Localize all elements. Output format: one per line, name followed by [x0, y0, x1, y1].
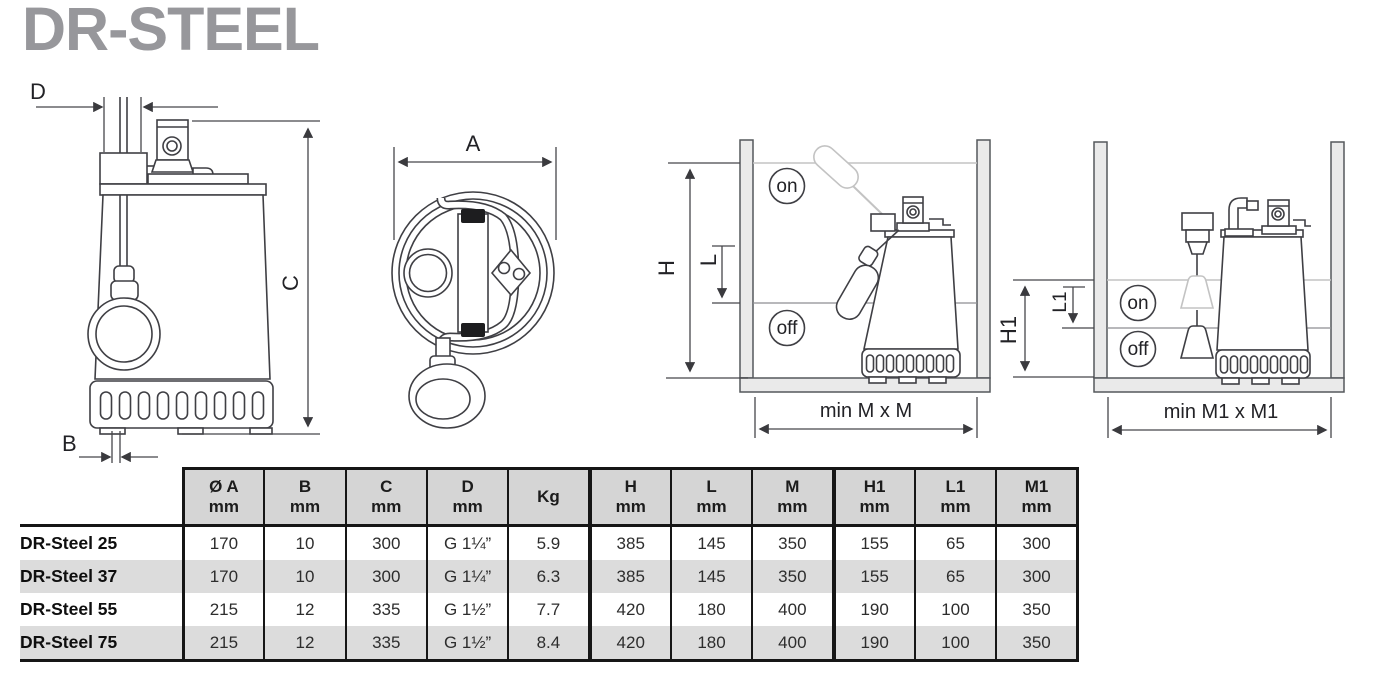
tank-bottom	[739, 377, 991, 393]
col-header-kg: Kg	[507, 467, 590, 527]
page-title: DR-STEEL	[22, 0, 320, 63]
dim-label-c: C	[278, 275, 303, 291]
pump-handle-top	[457, 213, 489, 333]
drawing-top-view: A	[391, 131, 557, 429]
table-row: DR-Steel 25 170 10 300 G 1¼” 5.9 385 145…	[20, 525, 1080, 560]
drawing-installation-m: H L on off	[654, 139, 991, 438]
tank2-left-wall	[1093, 141, 1108, 379]
wing-nut	[490, 248, 532, 297]
tank2-pump-body	[1216, 236, 1309, 351]
float-ball	[87, 297, 161, 371]
drawing-installation-m1: H1 L1 on off	[996, 141, 1345, 438]
vertical-float-ghost	[1179, 275, 1215, 309]
on-level-badge-2	[1119, 284, 1157, 322]
float-switch-ghost	[813, 145, 859, 189]
table-row: DR-Steel 37 170 10 300 G 1¼” 6.3 385 145…	[20, 560, 1080, 593]
dim-label-a: A	[466, 131, 481, 156]
dim-label-l: L	[696, 254, 721, 266]
off-level-badge-2	[1119, 330, 1157, 368]
min-m1-label: min M1 x M1	[1164, 401, 1278, 423]
discharge-elbow	[1228, 197, 1248, 233]
dim-label-b: B	[62, 431, 77, 456]
off-level-badge	[768, 309, 806, 347]
discharge-port-hole	[403, 248, 453, 298]
vertical-float	[1179, 325, 1215, 359]
on-level-badge	[768, 167, 806, 205]
tank-pump-body	[863, 236, 959, 350]
dim-label-h1: H1	[996, 316, 1021, 344]
on-label-2: on	[1127, 293, 1148, 314]
pump-discharge-block	[99, 152, 148, 185]
float-switch	[835, 264, 880, 321]
dim-label-l1: L1	[1050, 291, 1071, 312]
dim-label-d: D	[30, 79, 46, 104]
row-label: DR-Steel 37	[20, 560, 183, 593]
min-m-label: min M x M	[820, 400, 912, 422]
tank-right-wall	[976, 139, 991, 379]
tank2-bottom	[1093, 377, 1345, 393]
pump-top-plate	[99, 183, 267, 196]
off-label: off	[777, 318, 799, 339]
dim-label-h: H	[654, 260, 679, 276]
float-mechanism	[1181, 212, 1214, 231]
tank-left-wall	[739, 139, 754, 379]
table-row: DR-Steel 75 215 12 335 G 1½” 8.4 420 180…	[20, 626, 1080, 662]
float-ball-top	[408, 363, 486, 429]
row-label: DR-Steel 55	[20, 599, 118, 619]
table-row: DR-Steel 55 215 12 335 G 1½” 7.7 420 180…	[20, 593, 1080, 626]
pump-strainer	[89, 380, 274, 429]
row-label: DR-Steel 75	[20, 626, 183, 662]
drawing-front-view: D	[30, 79, 320, 463]
tank2-right-wall	[1330, 141, 1345, 379]
on-label: on	[776, 176, 797, 197]
off-label-2: off	[1128, 339, 1150, 360]
table-corner-cell	[20, 468, 183, 527]
row-label: DR-Steel 25	[20, 533, 118, 553]
